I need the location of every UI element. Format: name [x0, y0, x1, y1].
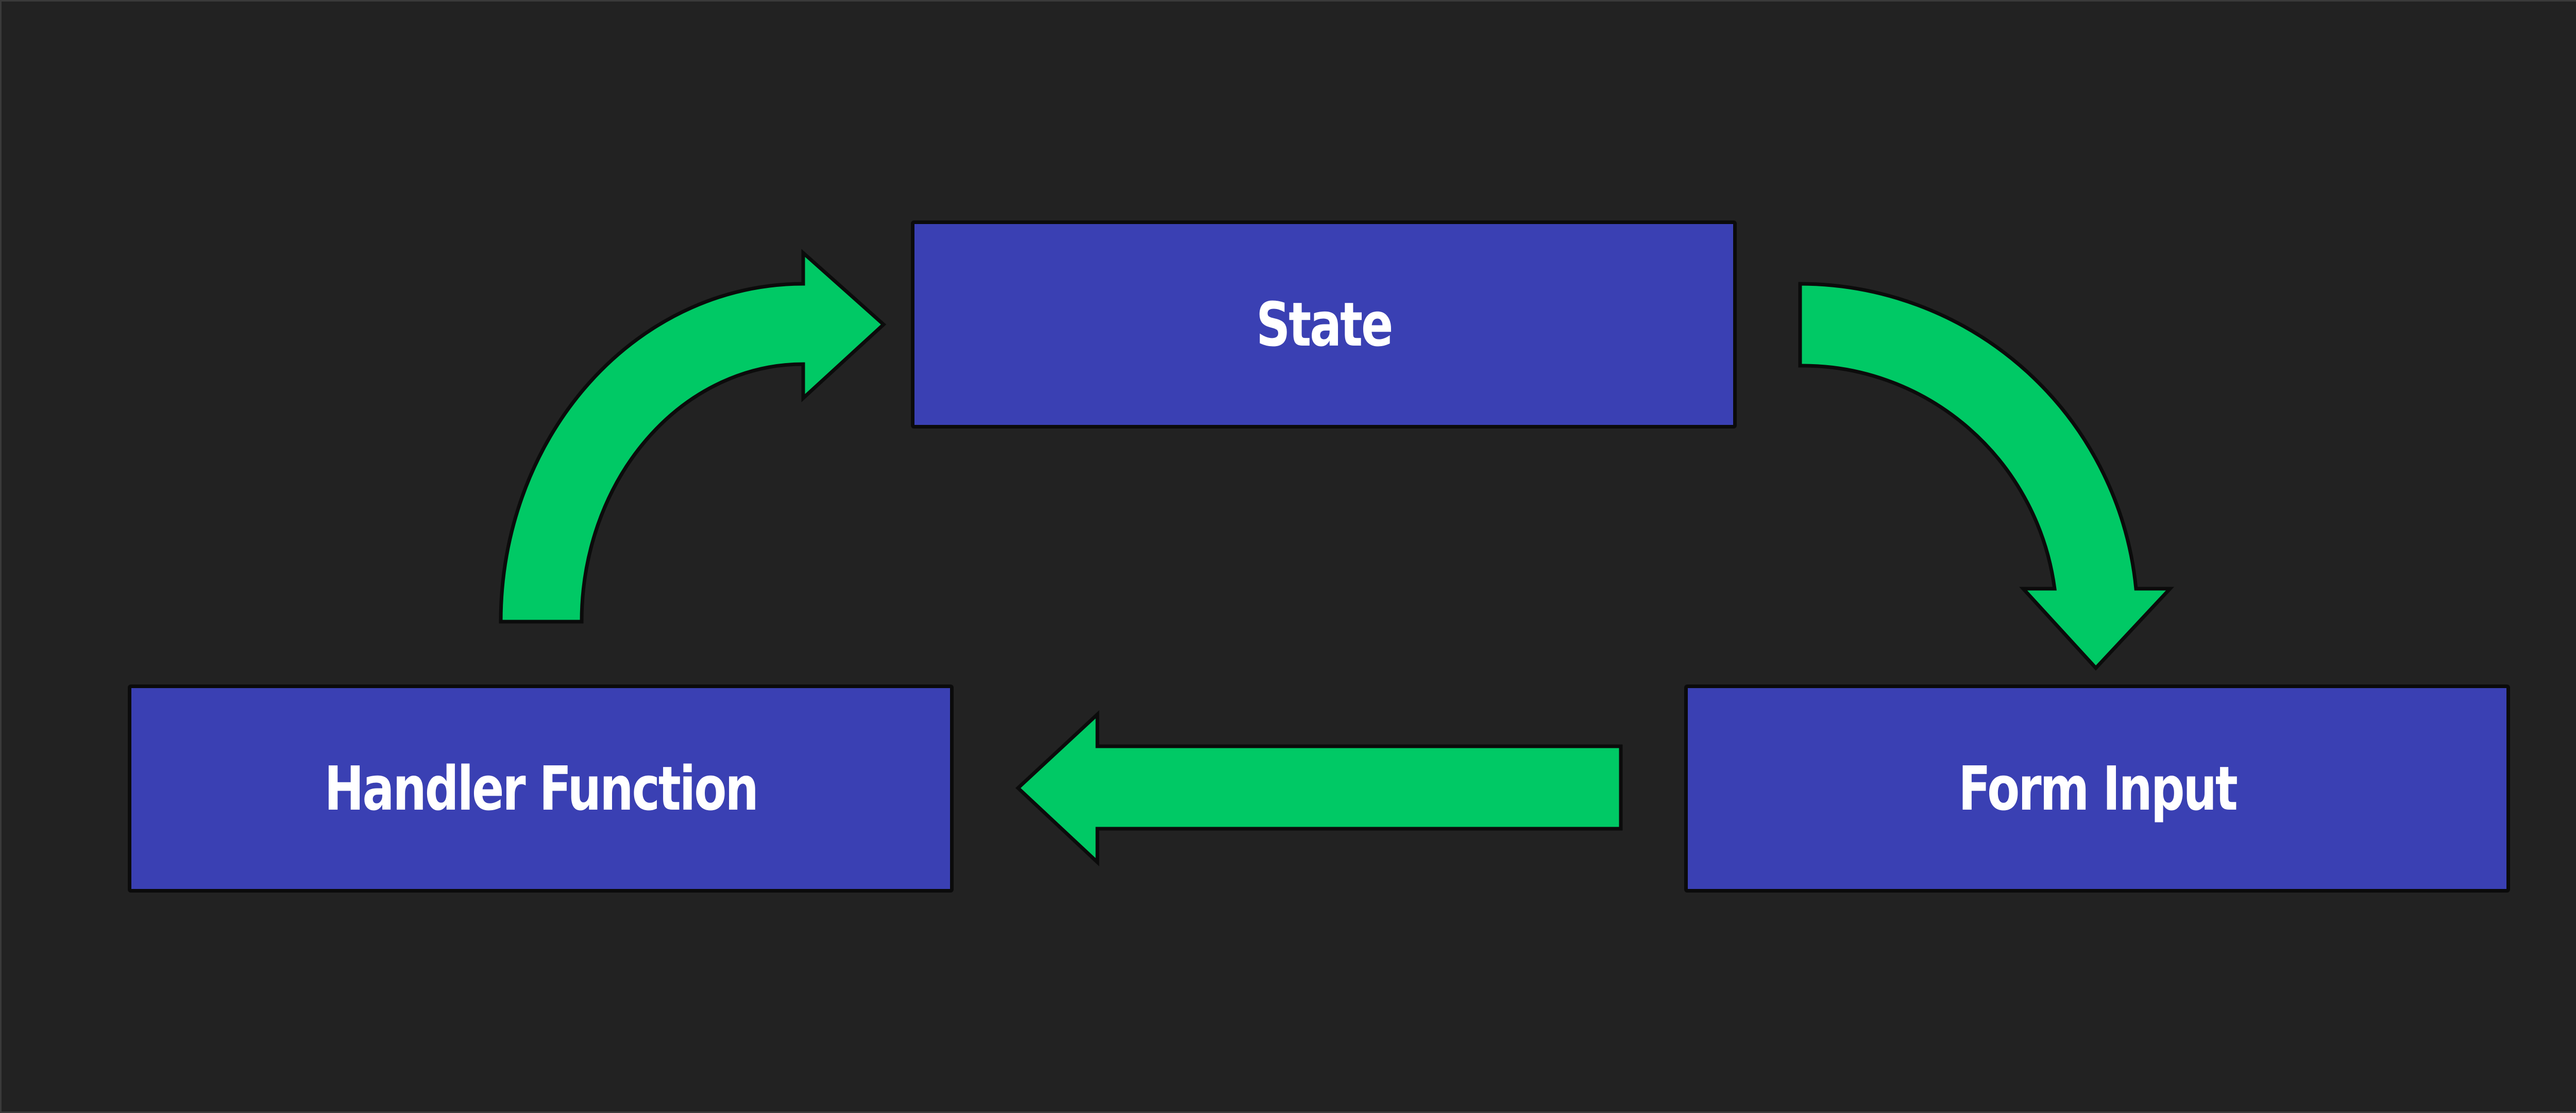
arrow-handler-to-state — [499, 249, 887, 624]
form-input-node: Form Input — [1684, 684, 2510, 893]
arrow-input-to-handler — [1015, 710, 1623, 867]
handler-function-node: Handler Function — [128, 684, 954, 893]
arrow-state-to-input — [1798, 282, 2175, 671]
handler-function-node-label: Handler Function — [324, 753, 758, 824]
state-node: State — [911, 220, 1737, 429]
state-node-label: State — [1256, 289, 1393, 360]
form-input-node-label: Form Input — [1958, 753, 2238, 824]
